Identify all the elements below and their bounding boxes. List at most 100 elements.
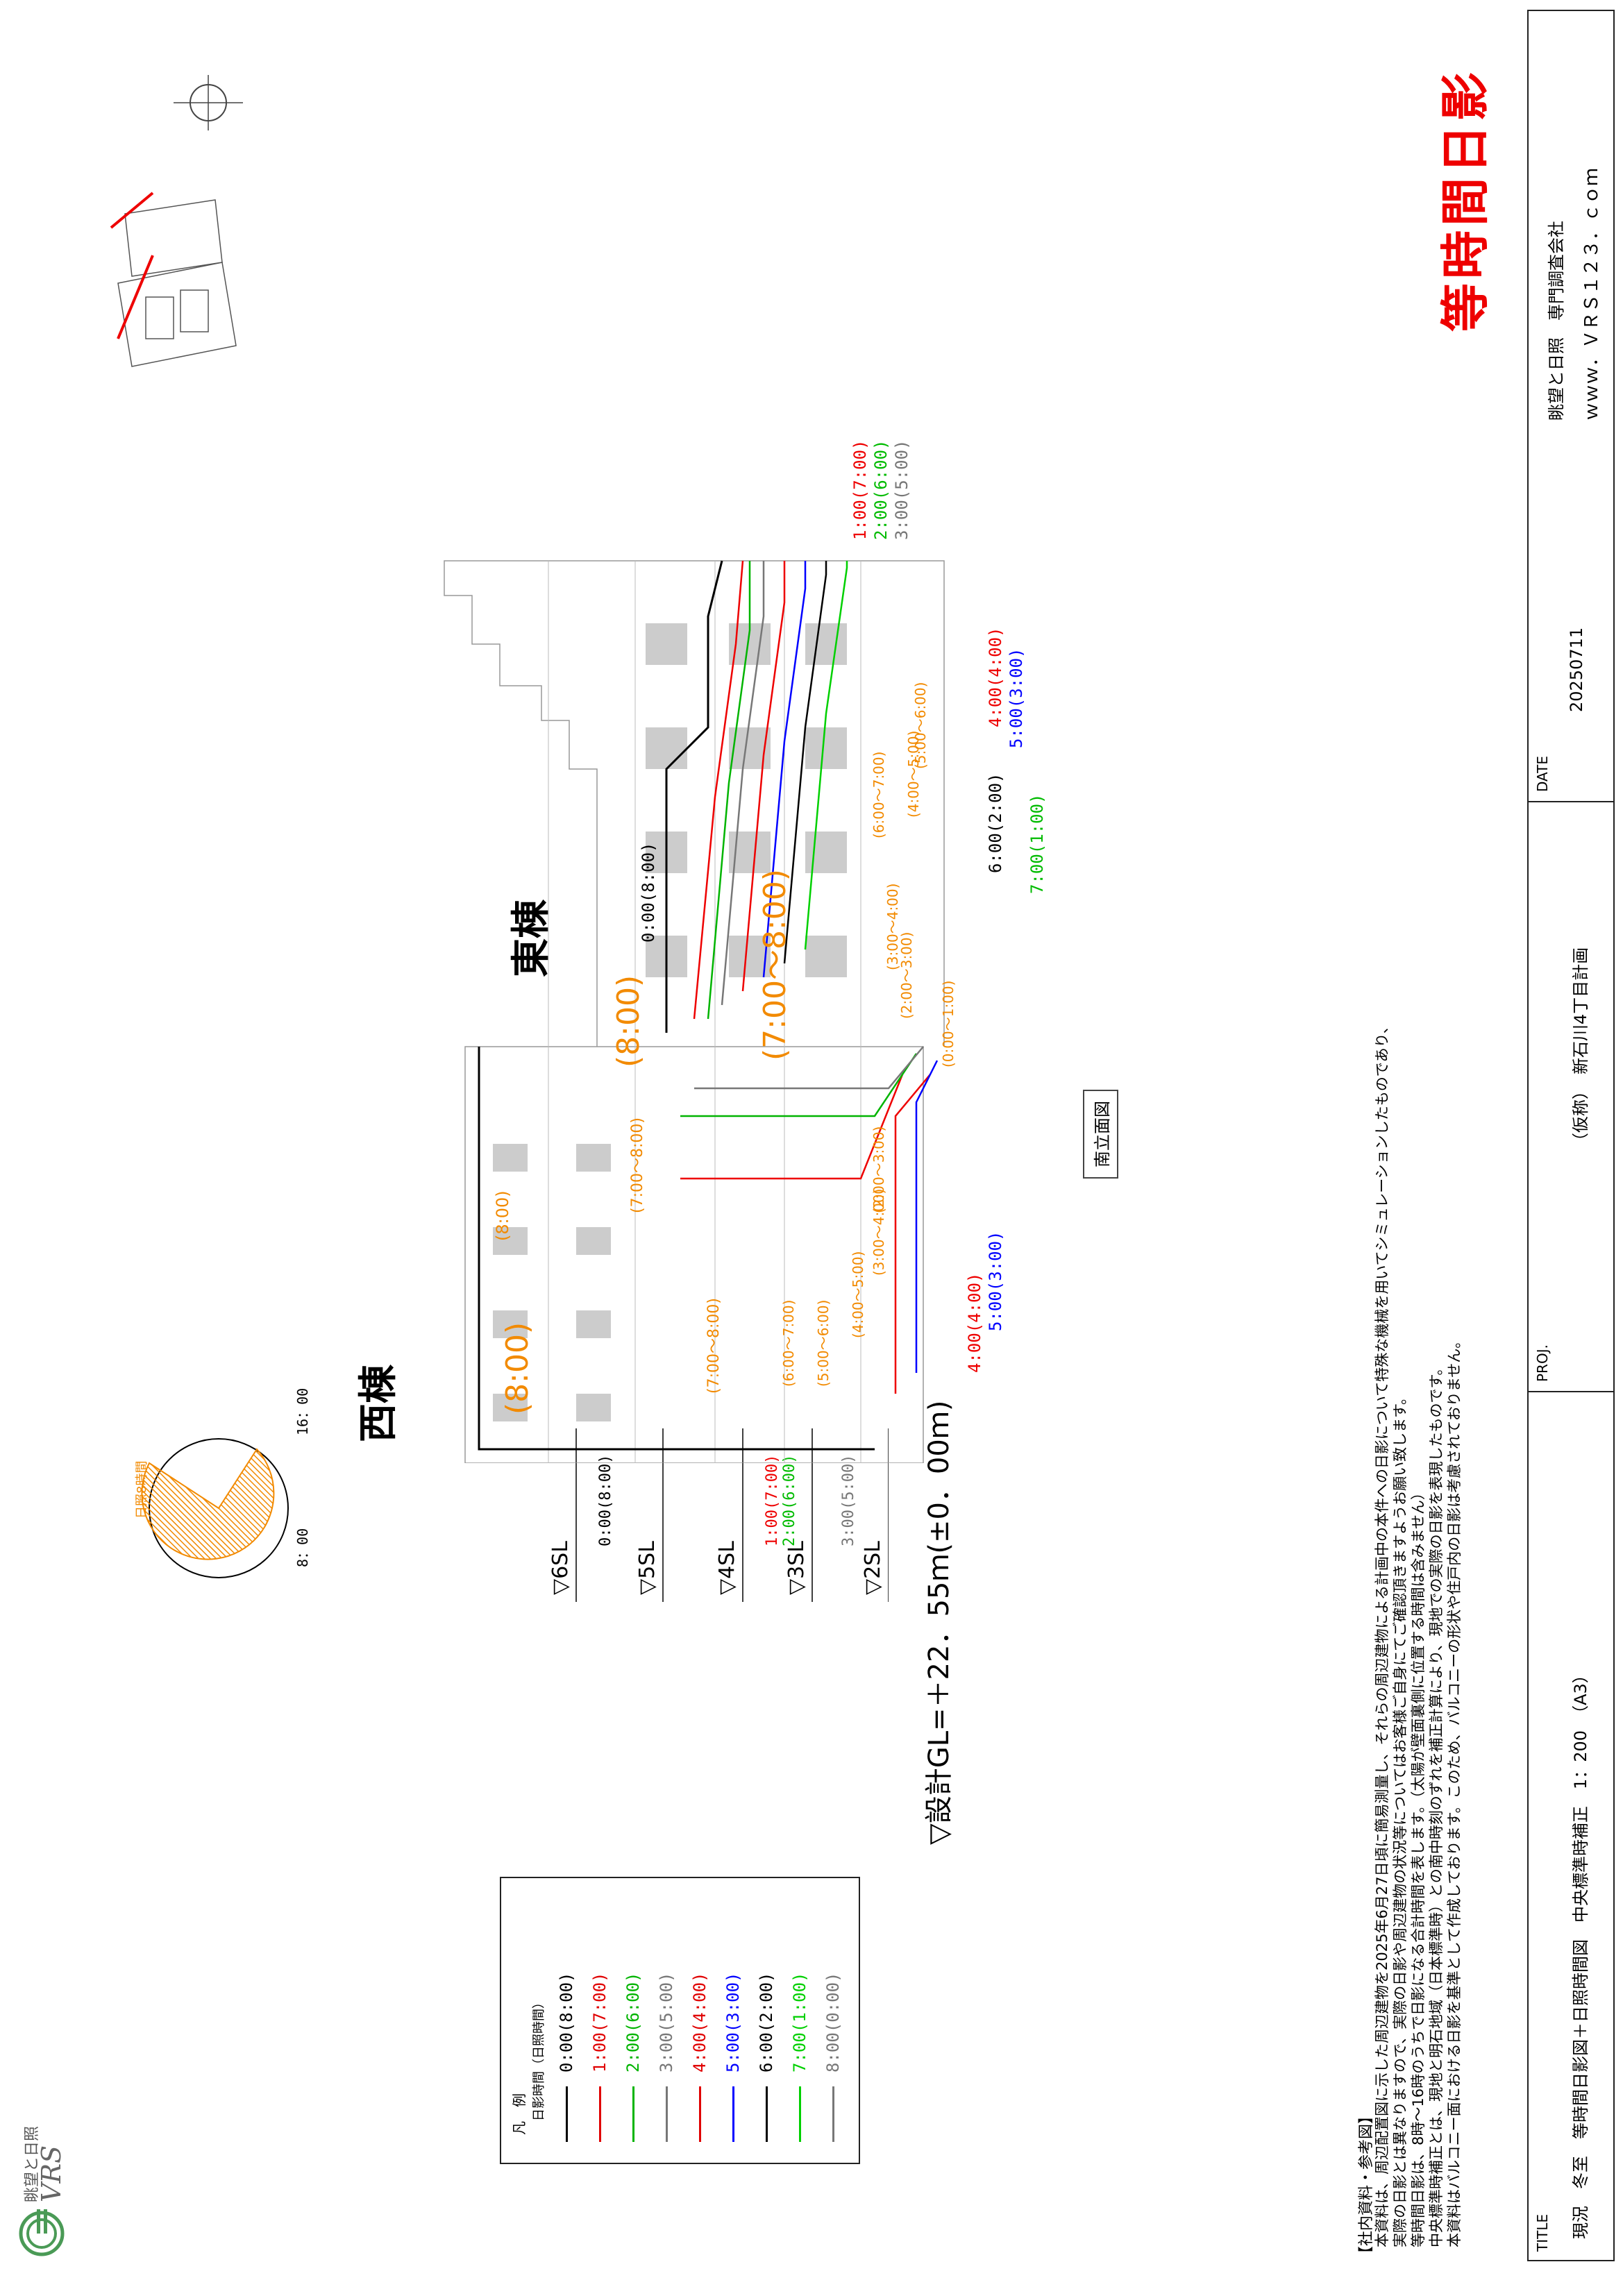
notes-line: 中央標準時補正とは、現地と明石地域（日本標準時）との南中時刻のずれを補正計算によ… [1428,1360,1445,2247]
zone-label: (8:00) [500,1322,535,1415]
shadow-line-east-5h [762,561,807,978]
site-plan [110,75,243,367]
legend-swatch [765,2086,768,2142]
elevation-label-text: 南立面図 [1093,1101,1112,1167]
shadow-line-east-4h [741,561,786,992]
zone-label: (8:00) [611,974,646,1067]
vrs-logo [17,2209,69,2258]
proj-value: （仮称） 新石川4丁目計画 [1571,947,1590,1149]
title-block: TITLE 現況 冬至 等時間日影図＋日照時間図 中央標準時補正 1：200 （… [1527,10,1615,2261]
notes: 本資料は、周辺配置図に示した周辺建物を2025年6月27日頃に簡易測量し、それら… [1373,1019,1463,2247]
east-building-name: 東棟 [509,900,554,977]
shadow-line-east-2h [707,561,751,1020]
line-label-east-1: 1:00(7:00) [850,439,870,541]
legend-item-label: 2:00(6:00) [623,1972,643,2073]
zone-label: (2:00〜3:00) [871,1126,887,1213]
elevation-drawing [444,560,945,1463]
vrs-logo-icon [19,2209,65,2256]
legend-item-label: 7:00(1:00) [790,1972,809,2073]
notes-line: 本資料はバルコニー面における日影を基準として作成しております。このため、バルコニ… [1446,1333,1463,2247]
legend-subtitle: 日影時間（日照時間） [532,1996,546,2121]
line-label-east-3: 3:00(5:00) [892,439,911,541]
shadow-line-east-3h [721,561,765,1006]
zone-label: (7:00〜8:00) [705,1298,723,1394]
notes-line: 本資料は、周辺配置図に示した周辺建物を2025年6月27日頃に簡易測量し、それら… [1374,1019,1390,2247]
west-building-name: 西棟 [356,1365,401,1442]
line-label-east-2: 2:00(6:00) [871,439,891,541]
legend-item-label: 6:00(2:00) [757,1972,776,2073]
zone-label: (6:00〜7:00) [871,751,887,838]
line-label-west-5: 5:00(3:00) [986,1231,1005,1332]
sun-chart [141,1438,289,1578]
sun-chart-end: 16：00 [294,1387,311,1435]
shadow-line-0h [478,1047,875,1451]
line-label-east-4: 4:00(4:00) [986,627,1005,728]
legend-swatch [832,2086,834,2142]
line-label-west-4: 4:00(4:00) [965,1272,984,1374]
zone-label: (4:00〜5:00) [905,730,922,818]
line-label-east-0: 0:00(8:00) [639,842,658,943]
level-label-0: 0:00(8:00) [597,1454,614,1546]
shadow-line-3h [694,1046,924,1090]
zone-label: (8:00) [493,1190,512,1241]
legend-swatch [732,2086,734,2142]
legend-item-label: 0:00(8:00) [557,1972,576,2073]
title-label: TITLE [1534,2213,1551,2252]
zone-label: (2:00〜3:00) [898,931,915,1019]
company-name: 眺望と日照 専門調査会社 [1547,221,1566,421]
legend-item-label: 4:00(4:00) [690,1972,709,2073]
legend-item: 6:00(2:00) [757,1972,776,2142]
company-url: ｗｗｗ．ＶＲＳ１２３．ｃｏｍ [1581,167,1602,421]
shadow-line-1h [680,1074,904,1180]
sun-chart-sector [141,1448,275,1560]
date-value: 20250711 [1567,627,1586,712]
legend-item: 1:00(7:00) [590,1972,609,2142]
gl-label: ▽設計GL=＋22．55ｍ(±0．00ｍ) [923,1400,955,1845]
shadow-line-2h [680,1053,918,1117]
shadow-line-east-1h [693,560,744,1020]
legend-swatch [665,2086,668,2142]
shadow-line-east-0h [665,560,723,1033]
zone-label: (0:00〜1:00) [940,980,957,1067]
legend-item-label: 1:00(7:00) [590,1972,609,2073]
legend-item: 8:00(0:00) [823,1972,843,2142]
legend-swatch [598,2086,601,2142]
legend-swatch [632,2086,634,2142]
big-title: 等時間日影 [1437,68,1494,332]
site-plan-buildings [117,199,237,367]
shadow-line-5h [915,1060,939,1373]
level-label-2: 2:00(6:00) [781,1454,798,1546]
notes-line: 実際の日影とは異なりますので、実際の日影や周辺建物の状況等についてはお客様ご自身… [1392,1390,1408,2247]
zone-label: (4:00〜5:00) [850,1251,866,1338]
legend-item: 2:00(6:00) [623,1972,643,2142]
sun-direction-arrows [110,192,154,339]
shadow-line-east-6h [783,561,827,964]
legend-item: 0:00(8:00) [557,1972,576,2142]
zone-label: (7:00〜8:00) [629,1117,646,1213]
level-label-3: 3:00(5:00) [840,1454,857,1546]
notes-line: 等時間日影は、8時〜16時のうちで日影になる合計時間を表します。（太陽が壁面裏側… [1410,1485,1427,2247]
legend-item-label: 3:00(5:00) [657,1972,676,2073]
proj-label: PROJ. [1534,1344,1551,1382]
legend-swatch [698,2086,701,2142]
shadow-line-east-7h [804,561,848,950]
level-lines [575,1428,889,1602]
legend-item-label: 8:00(0:00) [823,1972,843,2073]
shadow-line-4h [894,1074,931,1394]
east-building-outline [444,560,945,1047]
legend-swatch [565,2086,568,2142]
legend-item: 7:00(1:00) [790,1972,809,2142]
legend-item: 4:00(4:00) [690,1972,709,2142]
title-value: 現況 冬至 等時間日影図＋日照時間図 中央標準時補正 1：200 （A3） [1571,1666,1590,2239]
legend-swatch [798,2086,801,2142]
legend-item: 5:00(3:00) [723,1973,743,2142]
floor-lines [548,561,861,1463]
elevation-label: 南立面図 [1083,1090,1118,1179]
sun-chart-start: 8：00 [294,1528,311,1567]
sun-chart-label: 日照8時間 [135,1460,149,1519]
zone-label: (7:00〜8:00) [757,869,793,1061]
zone-label: (6:00〜7:00) [780,1299,797,1387]
legend-title: 凡 例 [511,2093,528,2135]
